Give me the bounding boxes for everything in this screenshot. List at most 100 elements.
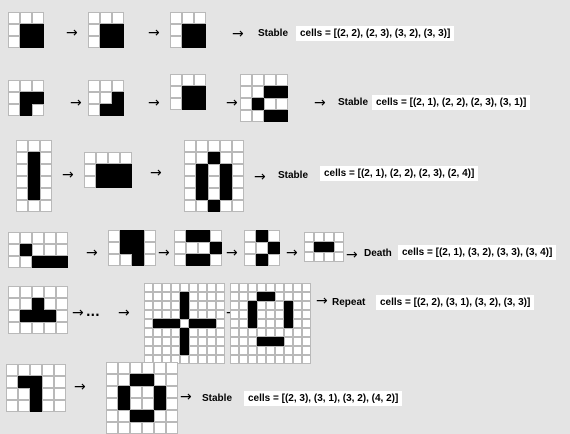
dead-cell	[130, 422, 142, 434]
dead-cell	[144, 346, 153, 355]
dead-cell	[170, 98, 182, 110]
dead-cell	[153, 292, 162, 301]
grid-row-2-gen-1	[8, 80, 44, 116]
arrow-right: →	[148, 95, 160, 111]
dead-cell	[30, 364, 42, 376]
live-cell	[32, 92, 44, 104]
dead-cell	[162, 310, 171, 319]
dead-cell	[216, 328, 225, 337]
dead-cell	[154, 362, 166, 374]
live-cell	[180, 346, 189, 355]
status-label: Stable	[338, 97, 369, 108]
dead-cell	[32, 232, 44, 244]
dead-cell	[302, 355, 311, 364]
dead-cell	[324, 232, 334, 242]
dead-cell	[162, 283, 171, 292]
live-cell	[28, 152, 40, 164]
arrow-right: →	[74, 379, 86, 395]
cells-label: cells = [(2, 3), (3, 1), (3, 2), (4, 2)]	[244, 391, 403, 406]
dead-cell	[118, 362, 130, 374]
dead-cell	[108, 230, 120, 242]
grid-row-2-gen-2	[88, 80, 124, 116]
dead-cell	[162, 337, 171, 346]
live-cell	[189, 319, 198, 328]
dead-cell	[186, 242, 198, 254]
dead-cell	[88, 24, 100, 36]
dead-cell	[189, 346, 198, 355]
dead-cell	[8, 12, 20, 24]
dead-cell	[189, 337, 198, 346]
live-cell	[186, 254, 198, 266]
live-cell	[20, 244, 32, 256]
grid-row-1-gen-3	[170, 12, 206, 48]
grid-row-3-gen-3	[184, 140, 244, 212]
dead-cell	[18, 364, 30, 376]
dead-cell	[56, 322, 68, 334]
dead-cell	[189, 283, 198, 292]
dead-cell	[174, 254, 186, 266]
live-cell	[196, 176, 208, 188]
dead-cell	[20, 322, 32, 334]
live-cell	[30, 388, 42, 400]
arrow-right: →	[226, 95, 238, 111]
live-cell	[20, 310, 32, 322]
dead-cell	[198, 292, 207, 301]
dead-cell	[216, 355, 225, 364]
live-cell	[30, 400, 42, 412]
dead-cell	[144, 319, 153, 328]
dead-cell	[180, 319, 189, 328]
dead-cell	[239, 346, 248, 355]
live-cell	[100, 24, 112, 36]
dead-cell	[40, 152, 52, 164]
live-cell	[132, 254, 144, 266]
dead-cell	[180, 283, 189, 292]
dead-cell	[266, 301, 275, 310]
dead-cell	[275, 292, 284, 301]
dead-cell	[106, 374, 118, 386]
grid-row-4-gen-1	[8, 232, 68, 268]
live-cell	[20, 24, 32, 36]
dead-cell	[170, 86, 182, 98]
dead-cell	[189, 301, 198, 310]
live-cell	[207, 319, 216, 328]
dead-cell	[42, 364, 54, 376]
grid-row-4-gen-4	[244, 230, 280, 266]
live-cell	[284, 310, 293, 319]
dead-cell	[230, 301, 239, 310]
dead-cell	[216, 301, 225, 310]
dead-cell	[16, 188, 28, 200]
live-cell	[257, 292, 266, 301]
dead-cell	[244, 230, 256, 242]
dead-cell	[88, 36, 100, 48]
dead-cell	[196, 140, 208, 152]
dead-cell	[198, 355, 207, 364]
dead-cell	[166, 374, 178, 386]
dead-cell	[184, 200, 196, 212]
dead-cell	[266, 355, 275, 364]
dead-cell	[239, 283, 248, 292]
dead-cell	[257, 328, 266, 337]
dead-cell	[198, 328, 207, 337]
dead-cell	[32, 104, 44, 116]
dead-cell	[8, 80, 20, 92]
live-cell	[20, 104, 32, 116]
dead-cell	[210, 230, 222, 242]
grid-row-2-gen-3	[170, 74, 206, 110]
dead-cell	[256, 242, 268, 254]
dead-cell	[8, 92, 20, 104]
dead-cell	[293, 319, 302, 328]
dead-cell	[220, 152, 232, 164]
dead-cell	[106, 386, 118, 398]
dead-cell	[207, 346, 216, 355]
dead-cell	[230, 319, 239, 328]
dead-cell	[266, 319, 275, 328]
dead-cell	[42, 388, 54, 400]
live-cell	[180, 301, 189, 310]
dead-cell	[198, 301, 207, 310]
dead-cell	[230, 346, 239, 355]
arrow-right: →	[254, 169, 266, 185]
dead-cell	[304, 252, 314, 262]
status-label: Repeat	[332, 297, 366, 308]
live-cell	[180, 310, 189, 319]
